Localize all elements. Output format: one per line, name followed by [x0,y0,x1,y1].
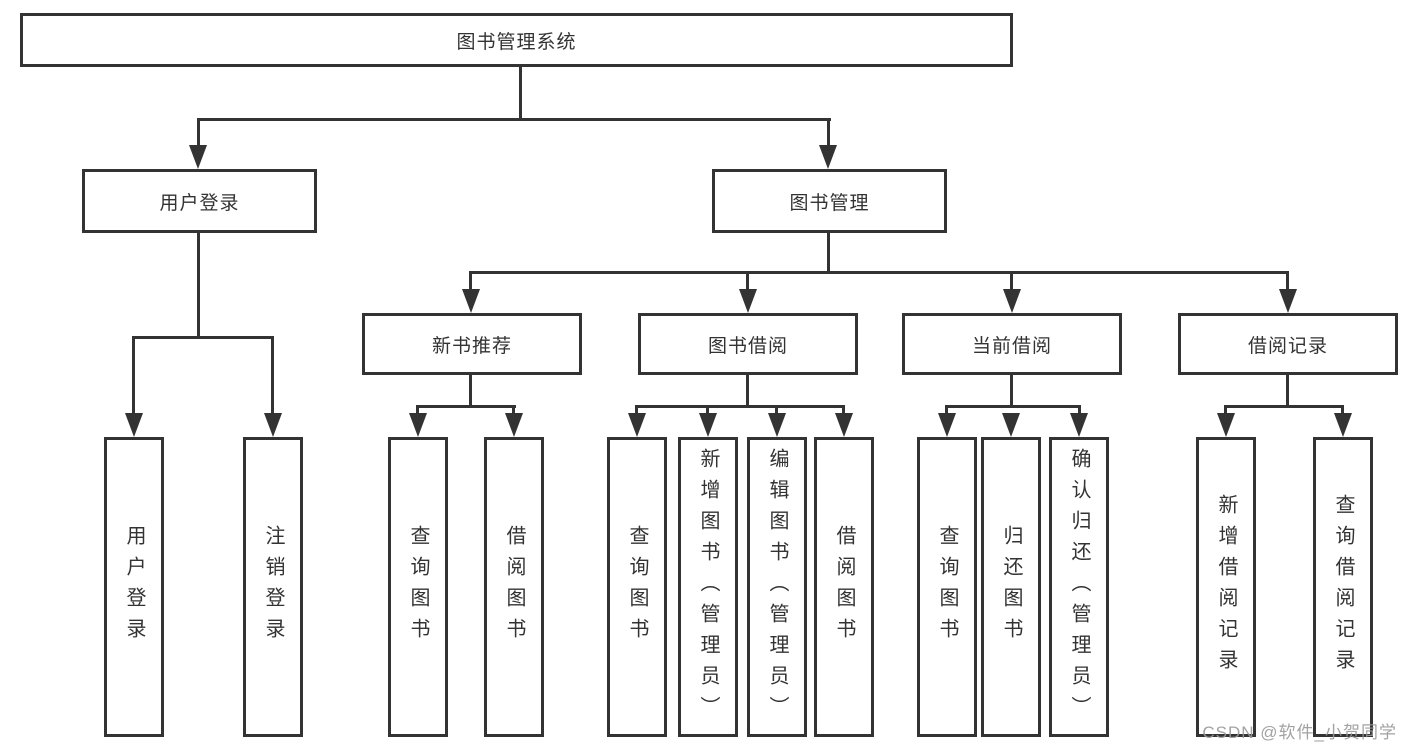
arrow-down-icon [768,413,786,437]
connector-line [746,271,749,292]
node-new-book-recommendation: 新书推荐 [362,313,582,375]
connector-line [827,118,830,149]
leaf-label: 查询图书 [936,525,958,649]
watermark: CSDN @软件_小贺同学 [1202,723,1397,742]
leaf-query-borrow-record: 查询借阅记录 [1313,437,1373,737]
connector-line [746,373,749,408]
connector-line [1078,405,1081,416]
leaf-query-books-recommend: 查询图书 [388,437,448,737]
leaf-logout: 注销登录 [243,437,303,737]
node-label: 用户登录 [159,192,240,214]
connector-line [1224,405,1227,416]
leaf-label: 确认归还（管理员） [1068,447,1090,727]
connector-line [1010,271,1013,292]
node-label: 借阅记录 [1247,335,1328,357]
connector-line [519,66,522,121]
node-user-login: 用户登录 [82,169,317,233]
connector-line [469,271,1289,274]
leaf-edit-books-admin: 编辑图书（管理员） [747,437,807,737]
connector-line [271,336,274,416]
arrow-down-icon [819,145,837,169]
connector-line [827,231,830,274]
connector-line [469,271,472,292]
arrow-down-icon [264,413,282,437]
node-current-borrowing: 当前借阅 [902,313,1122,375]
connector-line [197,118,200,149]
leaf-query-books-current: 查询图书 [917,437,977,737]
leaf-user-login: 用户登录 [104,437,164,737]
connector-line [469,373,472,408]
connector-line [706,405,709,416]
connector-line [1010,373,1013,408]
leaf-confirm-return-admin: 确认归还（管理员） [1049,437,1109,737]
connector-line [635,405,845,408]
connector-line [842,405,845,416]
connector-line [416,405,419,416]
connector-line [775,405,778,416]
connector-line [945,405,1081,408]
leaf-add-borrow-record: 新增借阅记录 [1196,437,1256,737]
leaf-label: 借阅图书 [503,525,525,649]
node-borrowing-records: 借阅记录 [1178,313,1398,375]
arrow-down-icon [1217,413,1235,437]
arrow-down-icon [409,413,427,437]
connector-line [132,336,135,416]
leaf-label: 用户登录 [123,525,145,649]
arrow-down-icon [462,289,480,313]
connector-line [635,405,638,416]
arrow-down-icon [938,413,956,437]
arrow-down-icon [505,413,523,437]
arrow-down-icon [1070,413,1088,437]
connector-line [1286,373,1289,408]
leaf-return-books: 归还图书 [981,437,1041,737]
leaf-label: 查询借阅记录 [1332,494,1354,680]
connector-line [945,405,948,416]
node-label: 图书管理系统 [456,31,577,53]
node-label: 新书推荐 [431,335,512,357]
leaf-label: 归还图书 [1000,525,1022,649]
leaf-add-books-admin: 新增图书（管理员） [678,437,738,737]
connector-line [416,405,516,408]
leaf-borrow-books: 借阅图书 [814,437,874,737]
connector-line [512,405,515,416]
arrow-down-icon [835,413,853,437]
leaf-label: 查询图书 [407,525,429,649]
node-book-management-system: 图书管理系统 [20,13,1013,67]
node-label: 图书管理 [789,192,870,214]
arrow-down-icon [699,413,717,437]
arrow-down-icon [628,413,646,437]
node-label: 图书借阅 [707,335,788,357]
connector-line [132,336,274,339]
leaf-label: 编辑图书（管理员） [766,447,788,727]
node-book-borrowing: 图书借阅 [638,313,858,375]
arrow-down-icon [1003,289,1021,313]
node-book-management: 图书管理 [712,169,947,233]
arrow-down-icon [189,145,207,169]
connector-line [1286,271,1289,292]
leaf-query-books-borrow: 查询图书 [607,437,667,737]
connector-line [1341,405,1344,416]
node-label: 当前借阅 [971,335,1052,357]
connector-line [197,231,200,339]
arrow-down-icon [1334,413,1352,437]
leaf-label: 新增借阅记录 [1215,494,1237,680]
leaf-label: 查询图书 [626,525,648,649]
leaf-label: 新增图书（管理员） [697,447,719,727]
leaf-label: 注销登录 [262,525,284,649]
arrow-down-icon [1002,413,1020,437]
connector-line [197,118,831,121]
arrow-down-icon [125,413,143,437]
connector-line [1224,405,1344,408]
leaf-label: 借阅图书 [833,525,855,649]
leaf-borrow-books-recommend: 借阅图书 [484,437,544,737]
arrow-down-icon [739,289,757,313]
arrow-down-icon [1279,289,1297,313]
